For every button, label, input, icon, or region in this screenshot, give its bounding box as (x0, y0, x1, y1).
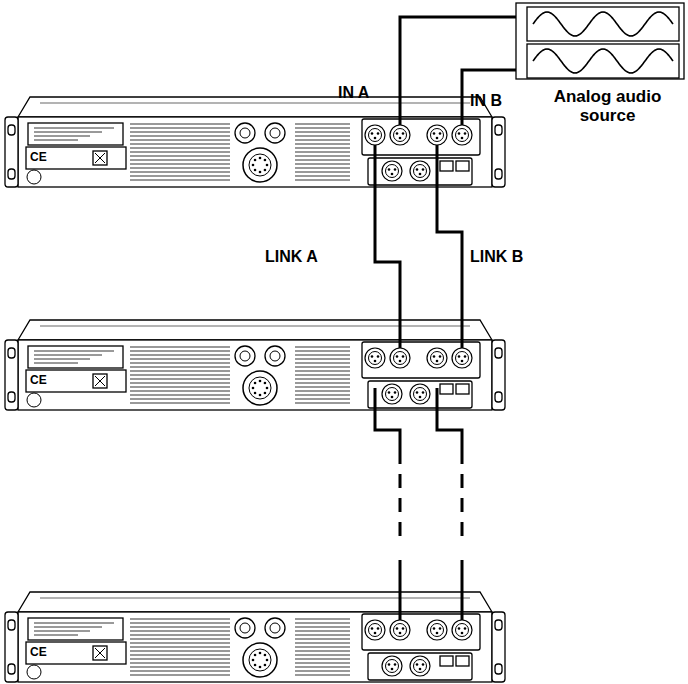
ce-mark: CE (30, 151, 47, 164)
audio-cable (437, 388, 462, 450)
amplifier-rear-panel (5, 97, 505, 187)
audio-cable (399, 560, 402, 620)
audio-cable (375, 388, 400, 450)
amplifier-rear-panel (5, 320, 505, 410)
source-caption: Analog audio source (530, 88, 685, 125)
signal-name: LINK A (265, 248, 318, 266)
signal-name: IN A (338, 84, 369, 102)
audio-cable (437, 145, 462, 348)
signal-source-box: Analog audio source (515, 2, 685, 127)
amplifier-rear-panel (5, 592, 505, 682)
ce-mark: CE (30, 374, 47, 387)
audio-cable (400, 17, 528, 125)
signal-name: IN B (470, 92, 502, 110)
audio-cable (461, 560, 464, 620)
audio-cable (461, 450, 464, 545)
source-outline (515, 2, 685, 80)
audio-cable (399, 450, 402, 545)
audio-cable (375, 145, 400, 348)
ce-mark: CE (30, 646, 47, 659)
audio-cable (375, 17, 528, 620)
signal-name: LINK B (470, 248, 523, 266)
